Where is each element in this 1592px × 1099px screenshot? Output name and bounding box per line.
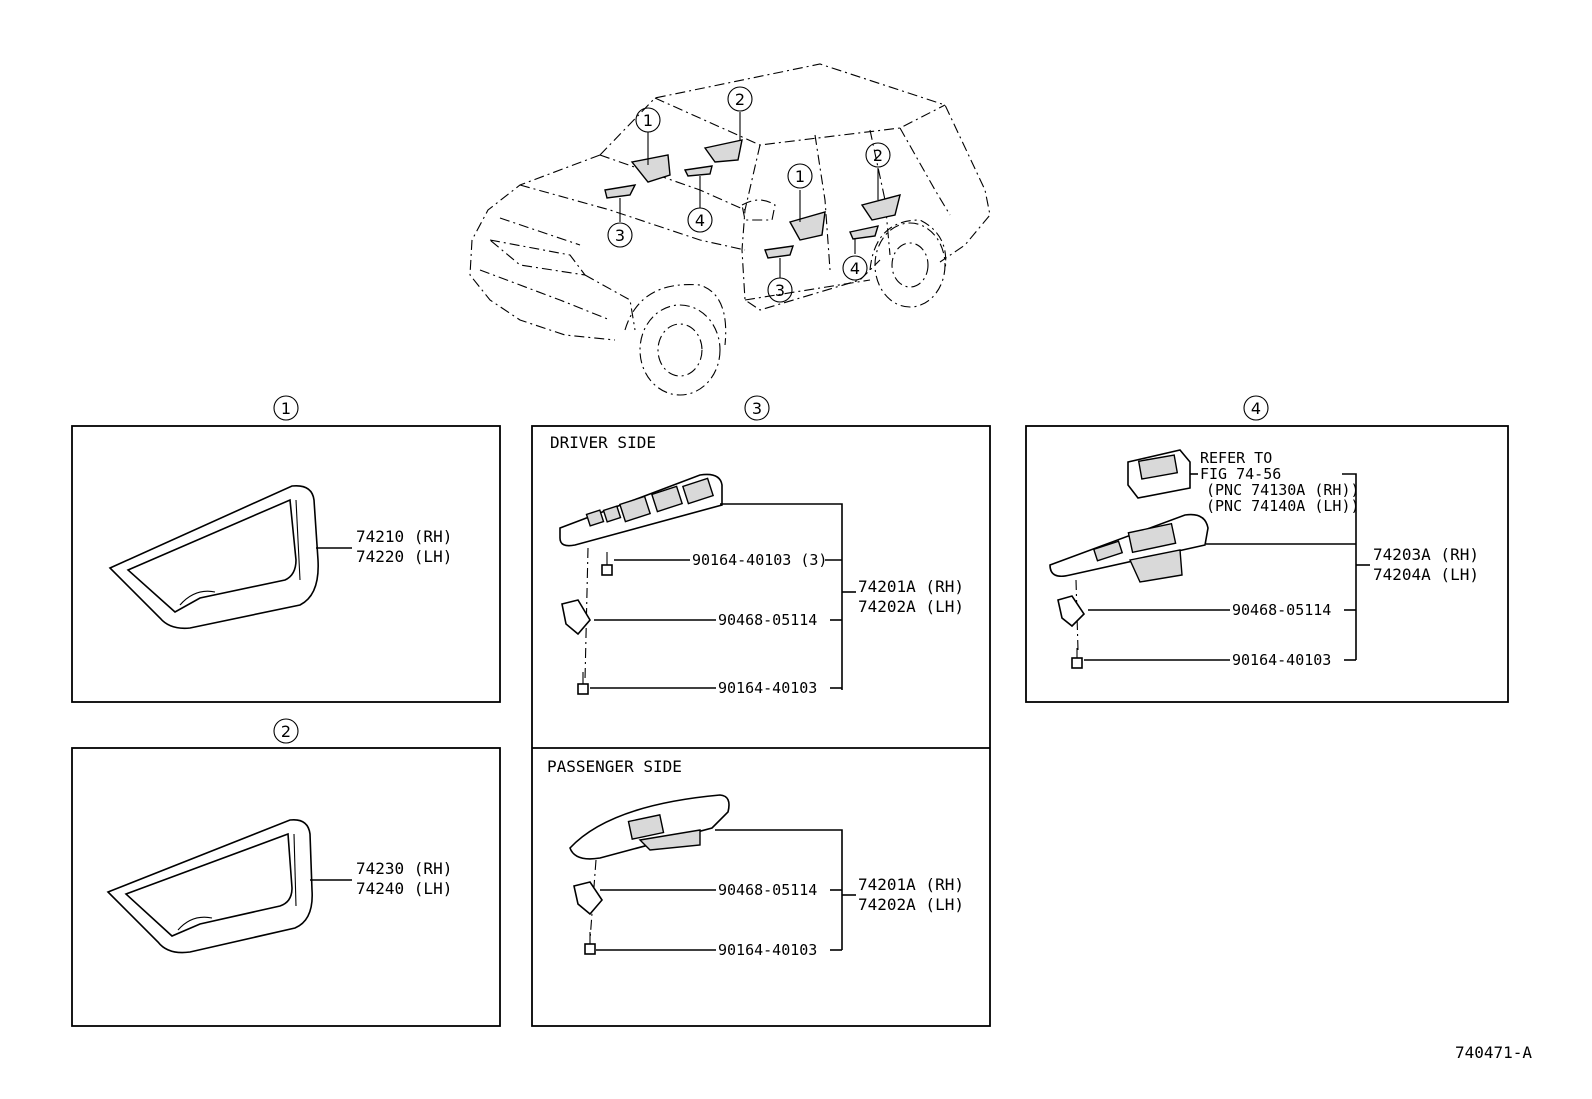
car-callout-1a: 1 <box>635 107 661 133</box>
svg-text:1: 1 <box>643 111 653 130</box>
passenger-part-rh: 74201A (RH) <box>858 875 964 894</box>
svg-text:2: 2 <box>281 722 291 741</box>
inside-handle-bezel-front <box>108 484 319 630</box>
vehicle-illustration: 1 2 1 2 3 4 3 4 <box>469 63 991 396</box>
driver-screw-3-label: 90164-40103 (3) <box>692 551 827 569</box>
passenger-side-title: PASSENGER SIDE <box>547 757 682 776</box>
panel-1-callout: 1 <box>273 395 299 421</box>
rear-switch-base <box>1049 513 1209 583</box>
car-callout-4b: 4 <box>842 255 868 281</box>
panel-4-screw <box>1071 648 1083 669</box>
panel-1-frame <box>71 425 501 703</box>
svg-text:2: 2 <box>735 90 745 109</box>
refer-line-3: (PNC 74130A (RH)) <box>1206 481 1360 499</box>
panel-2-part-lh: 74240 (LH) <box>356 879 452 898</box>
svg-text:4: 4 <box>695 211 705 230</box>
svg-text:3: 3 <box>775 281 785 300</box>
figure-id: 740471-A <box>1455 1043 1532 1062</box>
driver-side-title: DRIVER SIDE <box>550 433 656 452</box>
svg-text:3: 3 <box>752 399 762 418</box>
panel-3: 3 DRIVER SIDE 90164-40103 (3) <box>531 395 991 1027</box>
car-callout-2b: 2 <box>865 142 891 168</box>
driver-screw-top <box>601 552 613 576</box>
driver-part-rh: 74201A (RH) <box>858 577 964 596</box>
panel-1-part-lh: 74220 (LH) <box>356 547 452 566</box>
refer-line-2: FIG 74-56 <box>1200 465 1281 483</box>
driver-switch-base <box>559 473 723 547</box>
car-callout-4a: 4 <box>687 207 713 233</box>
panel-1-part-rh: 74210 (RH) <box>356 527 452 546</box>
panel-4-part-lh: 74204A (LH) <box>1373 565 1479 584</box>
panel-4: 4 REFER TO FIG 74-56 (PNC 74130A (RH)) (… <box>1025 395 1509 703</box>
svg-text:1: 1 <box>281 399 291 418</box>
passenger-switch-base <box>569 794 730 860</box>
driver-screw-bottom <box>577 672 589 695</box>
panel-2: 2 74230 (RH) 74240 (LH) <box>71 718 501 1027</box>
passenger-clip-label: 90468-05114 <box>718 881 817 899</box>
panel-2-frame <box>71 747 501 1027</box>
svg-text:4: 4 <box>850 259 860 278</box>
svg-text:4: 4 <box>1251 399 1261 418</box>
inside-handle-bezel-rear <box>106 818 313 954</box>
passenger-screw <box>584 932 596 955</box>
panel-4-clip <box>1057 595 1086 628</box>
panel-4-clip-label: 90468-05114 <box>1232 601 1331 619</box>
refer-line-1: REFER TO <box>1200 449 1272 467</box>
panel-3-callout: 3 <box>744 395 770 421</box>
panel-3-frame <box>531 425 991 1027</box>
panel-2-callout: 2 <box>273 718 299 744</box>
driver-clip-label: 90468-05114 <box>718 611 817 629</box>
car-callout-3a: 3 <box>607 222 633 248</box>
driver-screw-label: 90164-40103 <box>718 679 817 697</box>
svg-text:3: 3 <box>615 226 625 245</box>
panel-4-callout: 4 <box>1243 395 1269 421</box>
panel-1: 1 74210 (RH) 74220 (LH) <box>71 395 501 703</box>
car-callout-1b: 1 <box>787 163 813 189</box>
passenger-screw-label: 90164-40103 <box>718 941 817 959</box>
panel-4-part-rh: 74203A (RH) <box>1373 545 1479 564</box>
refer-line-4: (PNC 74140A (LH)) <box>1206 497 1360 515</box>
power-window-switch <box>1127 449 1191 499</box>
passenger-clip <box>573 881 604 916</box>
panel-4-screw-label: 90164-40103 <box>1232 651 1331 669</box>
svg-text:2: 2 <box>873 146 883 165</box>
driver-part-lh: 74202A (LH) <box>858 597 964 616</box>
car-callout-2a: 2 <box>727 86 753 112</box>
panel-2-part-rh: 74230 (RH) <box>356 859 452 878</box>
driver-clip <box>561 599 591 636</box>
passenger-part-lh: 74202A (LH) <box>858 895 964 914</box>
svg-text:1: 1 <box>795 167 805 186</box>
panel-4-frame <box>1025 425 1509 703</box>
car-callout-3b: 3 <box>767 277 793 303</box>
